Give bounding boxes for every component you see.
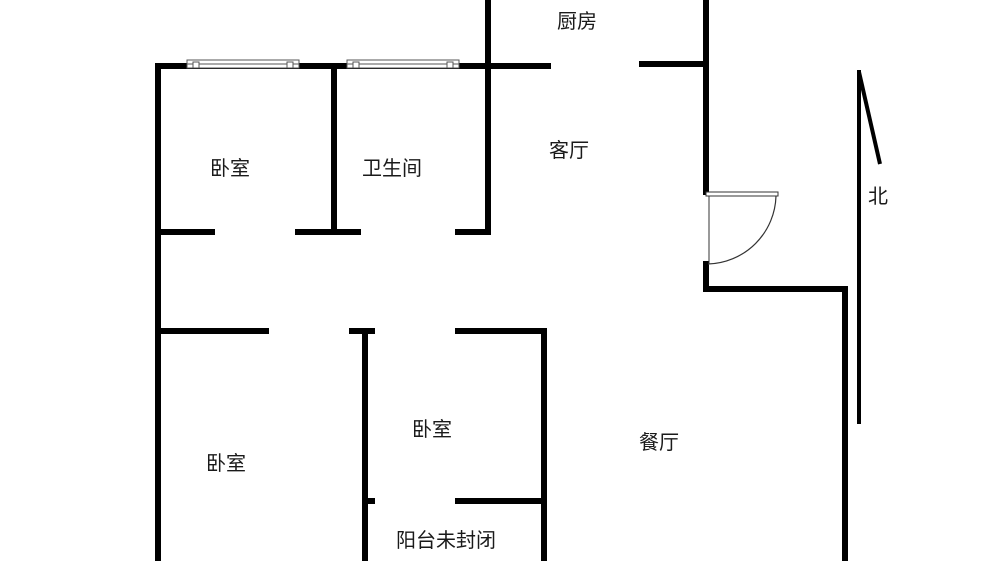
label-dining-room: 餐厅 (639, 430, 679, 454)
label-bathroom: 卫生间 (362, 156, 422, 180)
walls (155, 0, 848, 561)
north-arrow (857, 70, 882, 424)
door-swing-arc (707, 195, 777, 265)
window-bathroom (346, 59, 460, 69)
label-balcony: 阳台未封闭 (396, 528, 496, 552)
entry-door (705, 191, 779, 265)
label-living-room: 客厅 (549, 138, 589, 162)
label-bedroom-bottom-left: 卧室 (206, 451, 246, 475)
label-bedroom-top-left: 卧室 (210, 156, 250, 180)
label-north: 北 (868, 184, 888, 208)
label-bedroom-middle: 卧室 (412, 417, 452, 441)
north-arrow-head (857, 71, 882, 165)
window-bedroom (186, 59, 300, 69)
label-kitchen: 厨房 (557, 9, 597, 33)
